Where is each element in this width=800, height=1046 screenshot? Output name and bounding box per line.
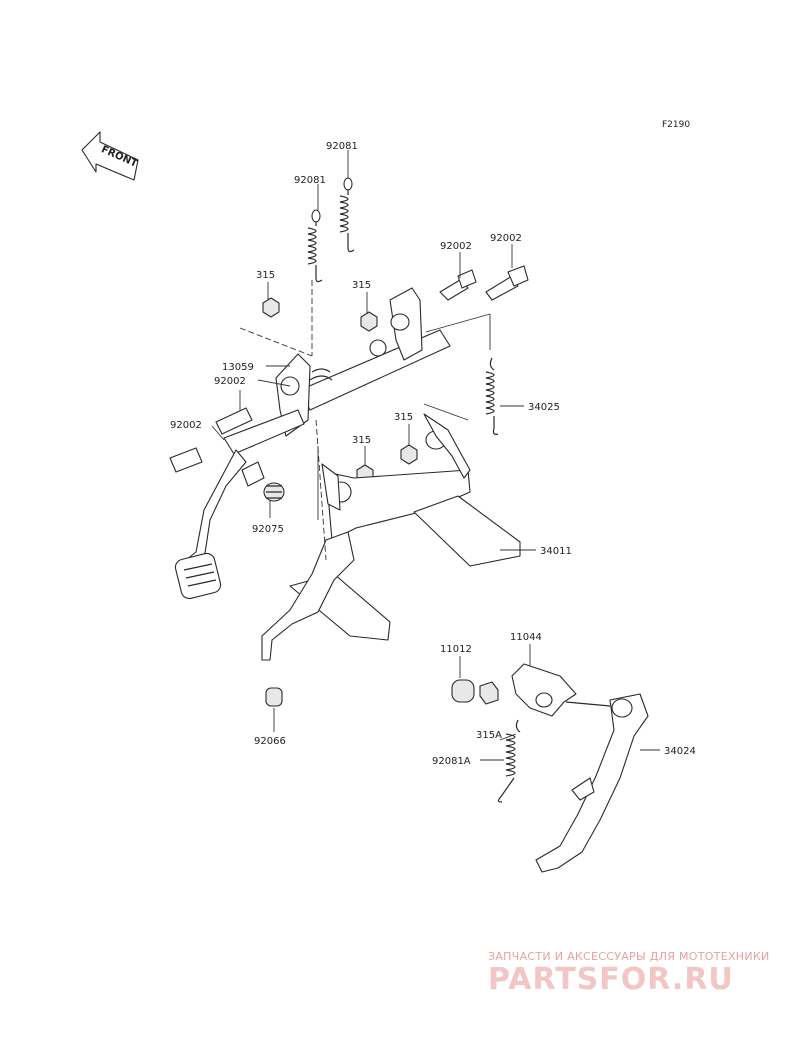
watermark-brand: PARTSFOR.RU (488, 962, 734, 997)
spring-92081A (497, 719, 521, 803)
label-92002-a: 92002 (440, 241, 472, 252)
nut-315-c (400, 444, 418, 465)
rubber-92066 (265, 687, 283, 707)
front-arrow-icon: FRONT (81, 131, 139, 181)
label-315-d: 315 (352, 435, 371, 446)
label-34025: 34025 (528, 402, 560, 413)
label-92066: 92066 (254, 736, 286, 747)
cap-92075 (263, 482, 285, 502)
label-34024: 34024 (664, 746, 696, 757)
label-92002-c: 92002 (214, 376, 246, 387)
label-92075: 92075 (252, 524, 284, 535)
nut-315-a (262, 297, 280, 318)
bolt-92002-a (439, 269, 477, 301)
label-92081-mid: 92081 (294, 175, 326, 186)
side-stand-34024 (535, 693, 649, 873)
label-92002-b: 92002 (490, 233, 522, 244)
label-13059: 13059 (222, 362, 254, 373)
label-92002-d: 92002 (170, 420, 202, 431)
label-92081-top: 92081 (326, 141, 358, 152)
bracket-11044 (479, 663, 577, 717)
bolt-92002-b (485, 265, 529, 301)
spring-92081-mid (307, 209, 323, 283)
label-11012: 11012 (440, 644, 472, 655)
label-315A: 315A (476, 730, 502, 741)
label-92081A: 92081A (432, 756, 471, 767)
label-34011: 34011 (540, 546, 572, 557)
label-315-c: 315 (394, 412, 413, 423)
label-315-a: 315 (256, 270, 275, 281)
center-stand-34011 (261, 413, 521, 661)
diagram-code: F2190 (662, 120, 691, 130)
nut-315-b (360, 311, 378, 332)
leader-lines (211, 150, 660, 761)
brake-pedal (169, 407, 305, 600)
spring-92081-top (339, 177, 355, 253)
label-11044: 11044 (510, 632, 542, 643)
watermark-caption: ЗАПЧАСТИ И АКСЕССУАРЫ ДЛЯ МОТОТЕХНИКИ (488, 950, 770, 963)
label-315-b: 315 (352, 280, 371, 291)
collar-11012 (451, 679, 475, 703)
spring-34025 (485, 357, 499, 435)
